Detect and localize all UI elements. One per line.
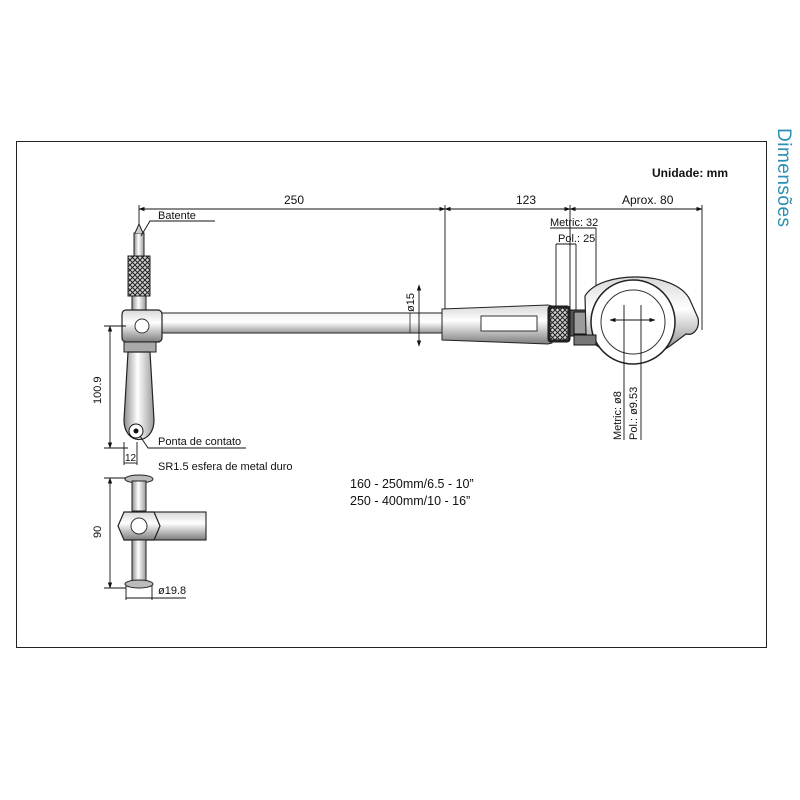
dim-90: 90 [92, 526, 104, 538]
dim-100-9: 100.9 [92, 376, 104, 404]
dial-indicator [573, 276, 699, 365]
probe-dimension-lines [104, 325, 246, 465]
dim-123: 123 [516, 193, 536, 207]
dim-metric-dia-8: Metric: ø8 [612, 391, 624, 440]
side-view-dimension-lines [104, 477, 186, 600]
dial-stem-lines [609, 305, 656, 440]
dim-12: 12 [125, 453, 137, 464]
range-label-1: 160 - 250mm/6.5 - 10” [350, 477, 474, 491]
drawing-frame [16, 141, 767, 648]
dim-pol-25: Pol.: 25 [558, 233, 595, 245]
dim-dia-15: ø15 [405, 293, 417, 312]
dim-approx-80: Aprox. 80 [622, 193, 674, 207]
callout-contact-desc: SR1.5 esfera de metal duro [158, 461, 293, 473]
dim-250: 250 [284, 193, 304, 207]
main-rod [149, 312, 451, 334]
head-body [121, 295, 163, 353]
unit-label: Unidade: mm [652, 166, 729, 180]
dim-pol-dia-9-53: Pol.: ø9.53 [628, 387, 640, 440]
section-title: Dimensões [773, 128, 794, 228]
handle-grip [441, 304, 553, 345]
callout-stop: Batente [158, 210, 196, 222]
range-label-2: 250 - 400mm/10 - 16” [350, 494, 471, 508]
callout-contact-point: Ponta de contato [158, 436, 241, 448]
knurled-stop-sleeve [127, 255, 151, 297]
dim-metric-32: Metric: 32 [550, 217, 598, 229]
dim-dia-19-8: ø19.8 [158, 585, 186, 597]
stop-anvil [133, 222, 145, 257]
side-view [117, 474, 207, 589]
contact-probe [123, 351, 155, 441]
stop-callout [140, 220, 215, 237]
